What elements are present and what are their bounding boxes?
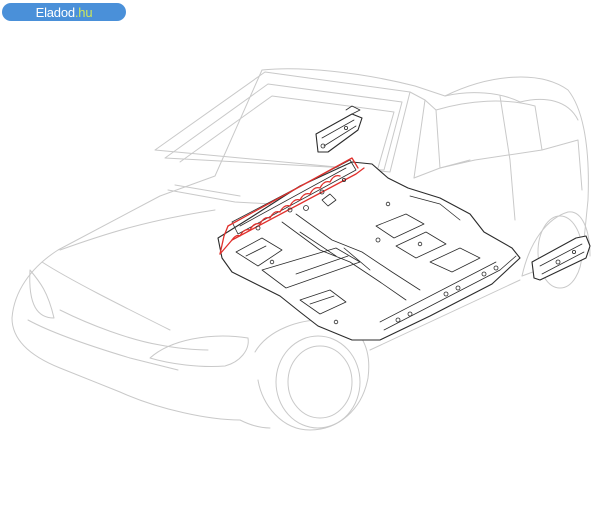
highlighted-dash-rail — [219, 157, 365, 255]
upper-bracket-part — [315, 105, 363, 153]
logo-name: Eladod — [35, 4, 75, 20]
floor-pan-part — [217, 161, 521, 341]
eladod-logo-badge[interactable]: Eladod.hu — [2, 3, 126, 21]
rear-side-bracket-part — [531, 235, 591, 281]
logo-tld: .hu — [74, 4, 93, 20]
car-body-outline — [11, 68, 591, 431]
